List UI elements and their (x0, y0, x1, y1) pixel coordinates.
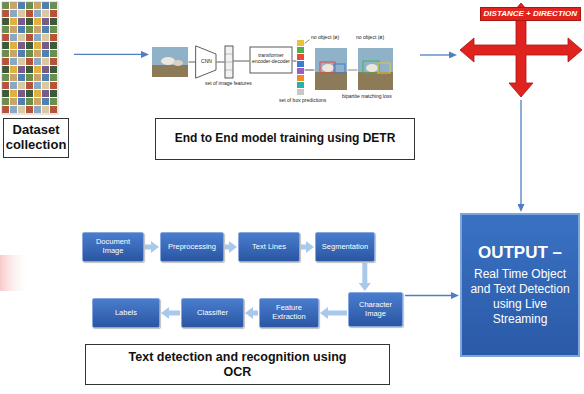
figure-arrow (293, 61, 296, 62)
prediction-square (297, 54, 304, 60)
flow-arrow (328, 311, 347, 316)
transformer-box (250, 47, 292, 73)
process-box: Segmentation (315, 232, 375, 262)
caption-box: Dataset collection (3, 118, 69, 158)
output-photo-sky (315, 48, 347, 72)
figure-label: transformer encoder-decoder (251, 53, 291, 64)
label-anchor: set of box predictions (279, 98, 326, 104)
output-box: OUTPUT – Real Time Object and Text Detect… (460, 213, 580, 357)
process-box: Character Image (348, 292, 403, 327)
feature-divider (225, 62, 233, 63)
connector-arrow (74, 54, 141, 55)
figure-label: no object (ø) (311, 35, 339, 41)
ocr-caption-group: Text detection and recognition using OCR (85, 344, 390, 385)
prediction-square (297, 61, 304, 67)
bounding-box (320, 62, 335, 73)
bounding-box (378, 63, 390, 73)
direction-cross (460, 3, 582, 97)
prediction-square (297, 47, 304, 53)
prediction-square (297, 75, 304, 81)
process-label: Preprocessing (168, 243, 216, 252)
process-label: Text Lines (252, 243, 286, 252)
figure-arrow (217, 62, 224, 63)
output-body: Real Time Object and Text Detection usin… (466, 267, 574, 327)
caption-box: End to End model training using DETR (155, 118, 415, 160)
flow-arrow (145, 245, 151, 250)
process-label: Feature Extraction (263, 304, 315, 321)
prediction-square (297, 89, 304, 95)
figure-label: bipartite matching loss (342, 94, 392, 100)
prediction-square (297, 68, 304, 74)
banner-text: DISTANCE + DIRECTION (480, 7, 581, 21)
caption-box: Text detection and recognition using OCR (85, 344, 390, 385)
photo-bird (173, 60, 183, 66)
figure-label: no object (ø) (356, 35, 384, 41)
connector-arrow (420, 54, 449, 55)
input-photo-ground (152, 65, 188, 77)
label-anchor: bipartite matching loss (342, 94, 392, 100)
bounding-box (363, 61, 379, 73)
label-anchor: transformer encoder-decoder (251, 53, 291, 64)
process-label: Segmentation (322, 243, 368, 252)
flow-arrow (169, 311, 180, 316)
figure-link (348, 70, 357, 71)
prediction-square (297, 82, 304, 88)
process-box: Labels (92, 298, 160, 328)
photo-bird (161, 57, 175, 65)
output-heading: OUTPUT – (478, 243, 562, 263)
process-box: Feature Extraction (259, 298, 319, 328)
label-anchor: no object (ø) (356, 35, 384, 41)
process-box: Preprocessing (160, 232, 224, 262)
bounding-box (334, 64, 345, 73)
input-photo-sky (152, 47, 188, 65)
decoration (0, 255, 30, 291)
flow-arrow (225, 245, 229, 250)
leader-line (305, 40, 309, 43)
connector-arrow (520, 100, 521, 204)
cnn-trapezoid (196, 46, 216, 78)
detr-figure (152, 40, 393, 95)
dataset-group: Dataset collection (0, 0, 72, 160)
flow-arrow (253, 311, 258, 316)
figure-arrow (189, 62, 195, 63)
prediction-square (297, 40, 304, 46)
direction-group: DISTANCE + DIRECTION (458, 2, 584, 98)
process-box: Classifier (181, 298, 244, 328)
figure-arrow (234, 61, 249, 62)
feature-bar (225, 46, 233, 78)
connector-arrow (405, 295, 451, 296)
figure-label: set of box predictions (279, 98, 326, 104)
photo-bird (322, 64, 334, 72)
process-label: Document Image (86, 238, 140, 255)
feature-divider (225, 54, 233, 55)
process-label: Character Image (352, 301, 399, 318)
figure-label: CNN (197, 59, 216, 65)
process-label: Labels (115, 309, 137, 318)
target-photo-ground (358, 72, 393, 90)
dataset-thumbnails (2, 2, 58, 114)
figure-arrow (305, 70, 314, 71)
process-box: Text Lines (238, 232, 300, 262)
label-anchor: set of image features (205, 81, 252, 87)
flow-arrow (301, 245, 306, 250)
process-box: Document Image (82, 232, 144, 262)
label-anchor: no object (ø) (311, 35, 339, 41)
target-photo-sky (358, 48, 393, 72)
figure-label: set of image features (205, 81, 252, 87)
label-anchor: CNN (197, 59, 216, 65)
output-photo-ground (315, 72, 347, 90)
feature-divider (225, 70, 233, 71)
process-label: Classifier (197, 309, 228, 318)
flow-arrow (362, 263, 367, 283)
photo-bird (366, 64, 378, 72)
